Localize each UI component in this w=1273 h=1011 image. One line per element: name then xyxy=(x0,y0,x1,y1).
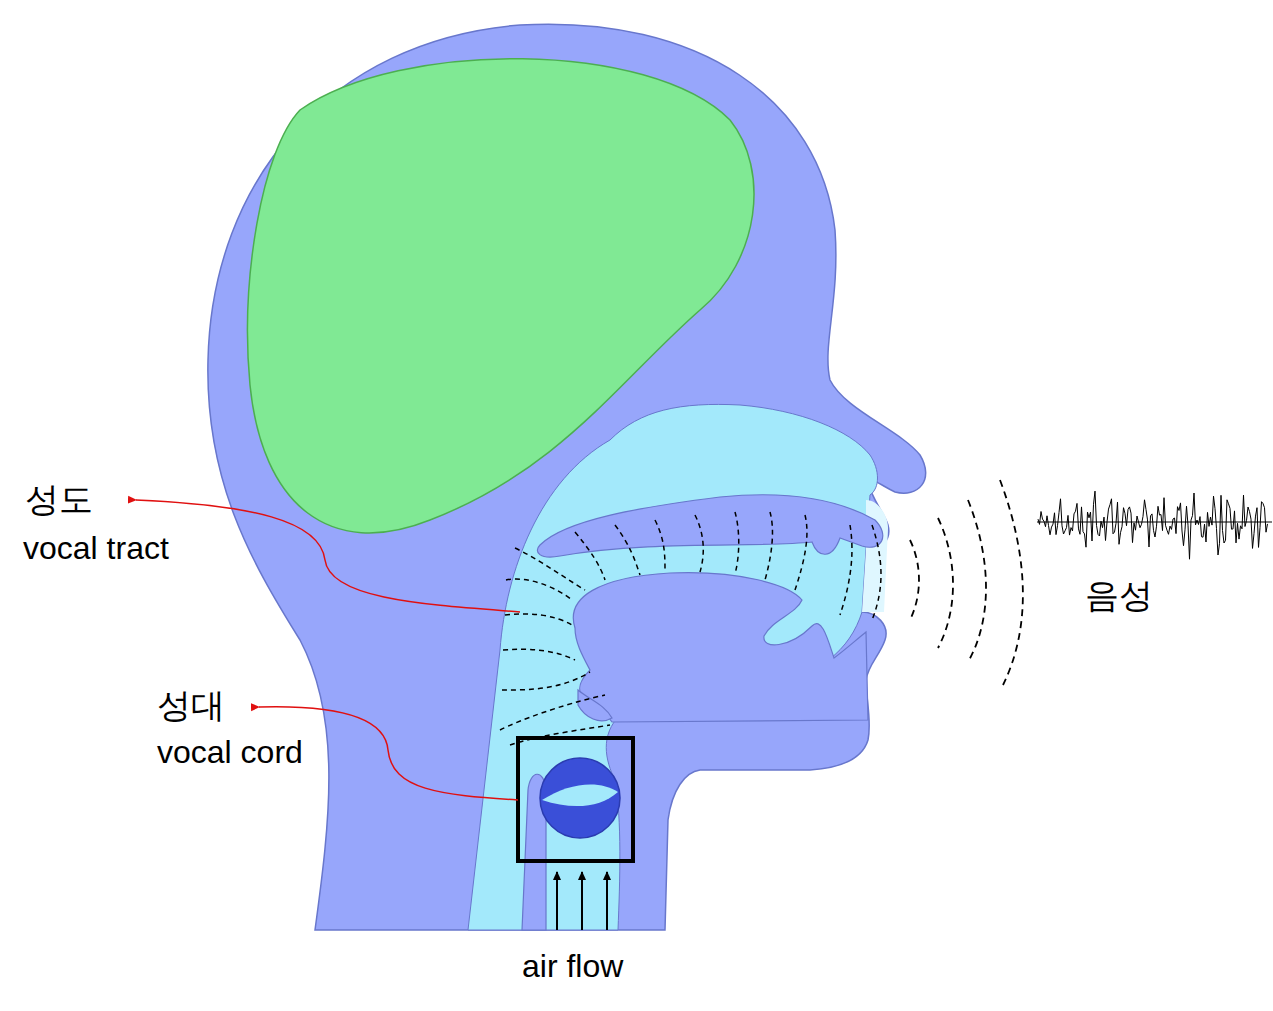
flow-label: air flow xyxy=(522,948,623,985)
part-label-ko: 성대 xyxy=(157,686,225,725)
output-label: 음성 xyxy=(1085,576,1153,615)
airway xyxy=(468,404,878,930)
epiglottis xyxy=(578,690,612,721)
air-flow-arrows xyxy=(557,872,607,930)
vocal-cord-symbol xyxy=(540,758,620,838)
head-outline xyxy=(208,24,926,930)
palate xyxy=(537,495,882,557)
larynx-box xyxy=(518,738,633,861)
part-label-ko: 성도 xyxy=(25,480,93,519)
tract-sections xyxy=(500,512,881,745)
leader-line xyxy=(136,500,520,612)
part-label-en: vocal tract xyxy=(23,530,169,567)
waveform-axis xyxy=(1037,522,1272,523)
tongue xyxy=(573,573,868,722)
part-label-en: vocal cord xyxy=(157,734,303,771)
sound-waves xyxy=(910,480,1023,685)
speech-waveform xyxy=(1038,491,1268,559)
